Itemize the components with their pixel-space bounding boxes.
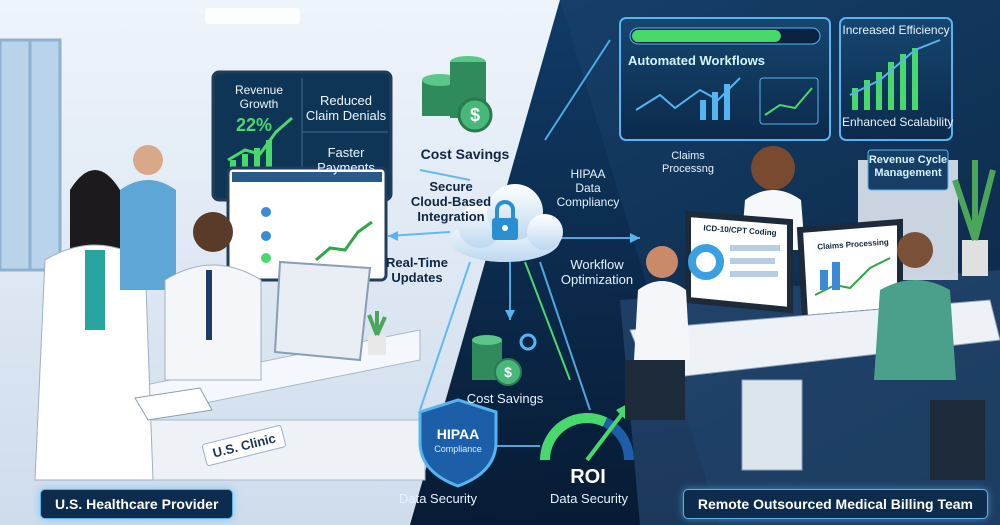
secure-integration-label: Secure Cloud-Based Integration — [410, 179, 492, 224]
faster-payments-label: Faster Payments — [317, 145, 375, 175]
enhanced-scalability-label: Enhanced Scalability — [842, 115, 954, 129]
real-time-updates-label: Real-Time Updates — [386, 255, 448, 285]
cost-savings-bottom-label: Cost Savings — [466, 391, 544, 406]
workflow-optimization-label: Workflow Optimization — [560, 257, 634, 287]
svg-text:$: $ — [504, 364, 512, 380]
automated-workflows-label: Automated Workflows — [628, 53, 765, 68]
hipaa-shield-title: HIPAA — [436, 426, 480, 442]
claims-processing-float-label: Claims Processng — [662, 150, 714, 175]
cloud-lock-icon — [450, 184, 563, 262]
revenue-cycle-label: Revenue Cycle Management — [868, 154, 948, 179]
left-caption: U.S. Healthcare Provider — [40, 489, 234, 519]
roi-label: ROI — [570, 466, 606, 488]
hipaa-shield-subtitle: Compliance — [434, 444, 482, 454]
cost-savings-top-label: Cost Savings — [420, 146, 510, 162]
svg-text:$: $ — [470, 105, 480, 125]
reduced-denials-label: Reduced Claim Denials — [305, 93, 387, 123]
right-caption: Remote Outsourced Medical Billing Team — [682, 489, 988, 519]
revenue-growth-label: Revenue Growth — [234, 83, 284, 111]
hipaa-compliancy-label: HIPAA Data Compliancy — [556, 167, 620, 209]
data-security-right-label: Data Security — [549, 491, 629, 506]
revenue-growth-value: 22% — [235, 115, 273, 135]
increased-efficiency-label: Increased Efficiency — [842, 23, 950, 37]
data-security-left-label: Data Security — [398, 491, 478, 506]
